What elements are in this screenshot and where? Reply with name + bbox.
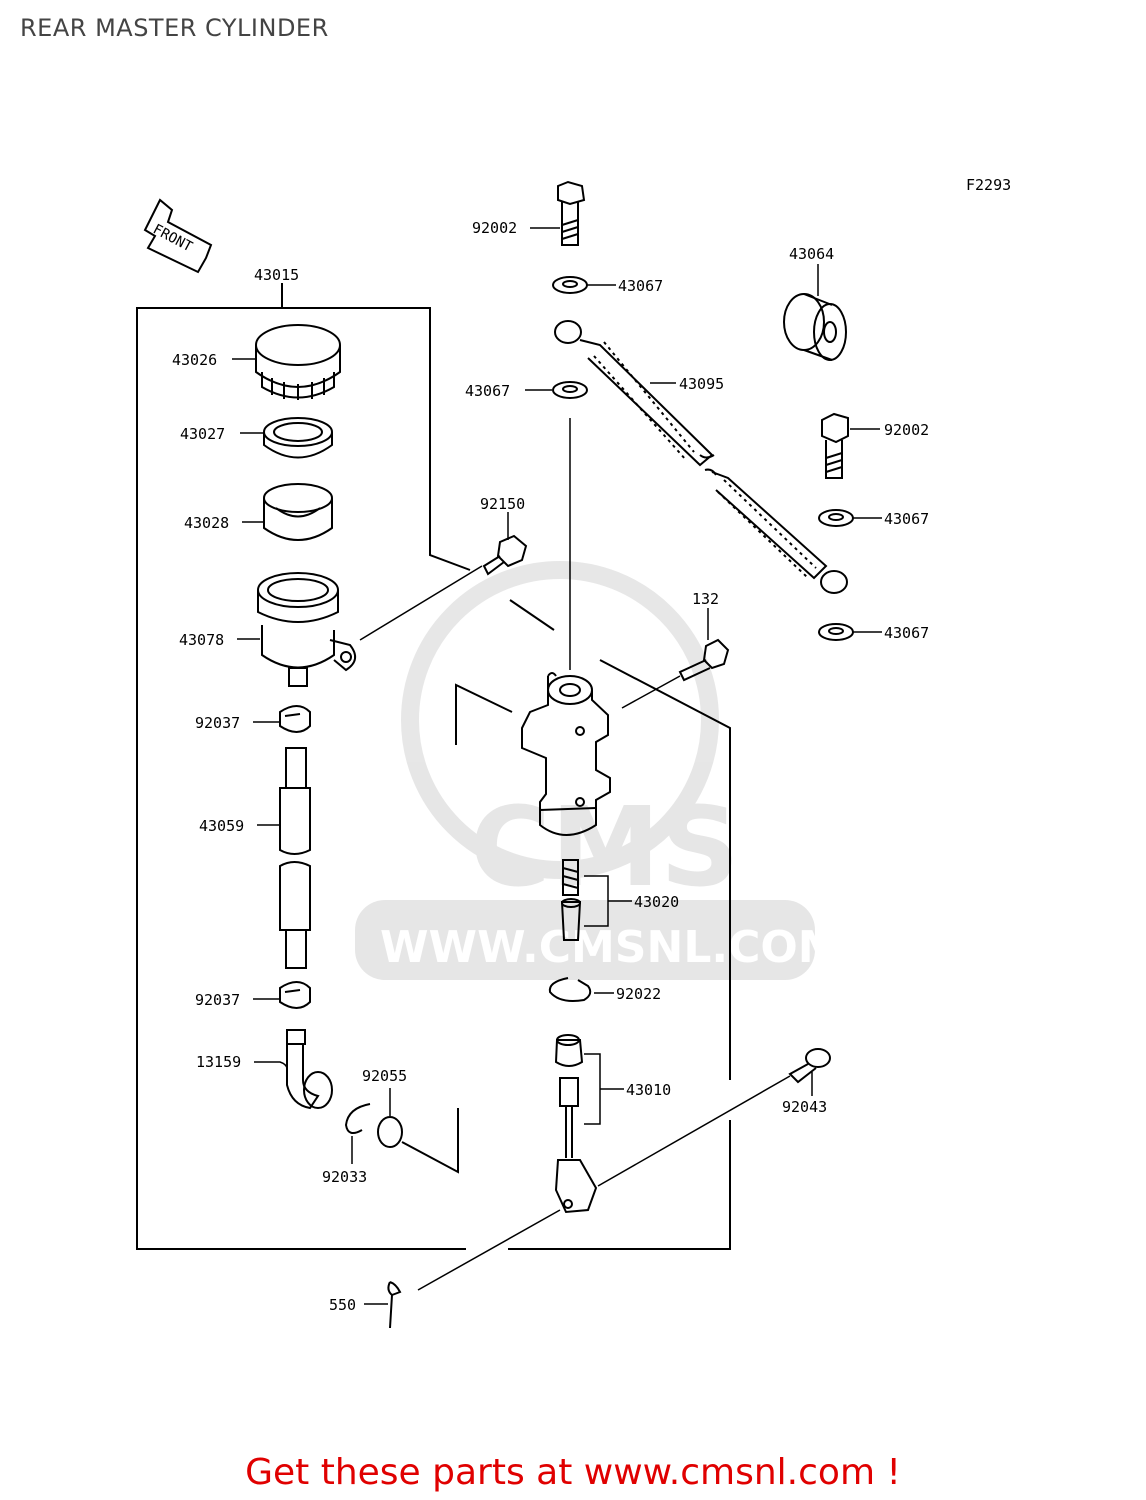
washer-43067-d bbox=[818, 623, 854, 641]
part-label-43095: 43095 bbox=[679, 375, 724, 393]
part-label-43059: 43059 bbox=[199, 817, 244, 835]
part-label-550: 550 bbox=[329, 1296, 356, 1314]
brake-hose-43095 bbox=[554, 320, 848, 594]
union-bolt-92002-right bbox=[821, 412, 849, 479]
part-label-43026: 43026 bbox=[172, 351, 217, 369]
master-cylinder-body bbox=[521, 672, 611, 836]
part-label-92002-right: 92002 bbox=[884, 421, 929, 439]
diaphragm-43028 bbox=[263, 483, 333, 541]
diaphragm-plate-43027 bbox=[263, 417, 333, 459]
page-title: REAR MASTER CYLINDER bbox=[20, 14, 329, 42]
part-label-43067-c: 43067 bbox=[884, 510, 929, 528]
bolt-92150 bbox=[482, 534, 528, 576]
hose-joint-13159 bbox=[286, 1029, 333, 1110]
washer-43067-b bbox=[552, 381, 588, 399]
part-label-43067-a: 43067 bbox=[618, 277, 663, 295]
part-label-92150: 92150 bbox=[480, 495, 525, 513]
part-label-43010: 43010 bbox=[626, 1081, 671, 1099]
washer-43067-a bbox=[552, 276, 588, 294]
cotter-pin-550 bbox=[387, 1281, 402, 1329]
part-label-43067-b: 43067 bbox=[465, 382, 510, 400]
figure-code: F2293 bbox=[966, 176, 1011, 194]
hose-guide-43064 bbox=[783, 293, 847, 361]
reservoir-cap-43026 bbox=[255, 324, 341, 400]
front-arrow-icon: FRONT bbox=[143, 198, 213, 274]
part-label-43067-d: 43067 bbox=[884, 624, 929, 642]
watermark-logo: CMS bbox=[470, 783, 739, 911]
footer-link[interactable]: Get these parts at www.cmsnl.com ! bbox=[245, 1452, 901, 1493]
piston-assembly-43010 bbox=[554, 1034, 598, 1214]
part-label-92037-lower: 92037 bbox=[195, 991, 240, 1009]
washer-43067-c bbox=[818, 509, 854, 527]
part-label-132: 132 bbox=[692, 590, 719, 608]
part-label-13159: 13159 bbox=[196, 1053, 241, 1071]
part-label-92022: 92022 bbox=[616, 985, 661, 1003]
hose-clamp-92037-lower bbox=[279, 981, 311, 1009]
hose-clamp-92037-upper bbox=[279, 705, 311, 733]
circlip-92022 bbox=[548, 977, 592, 1002]
part-label-43027: 43027 bbox=[180, 425, 225, 443]
part-label-92002-top: 92002 bbox=[472, 219, 517, 237]
spring-and-seat-43020 bbox=[560, 859, 582, 941]
clevis-pin-92043 bbox=[788, 1048, 831, 1084]
reservoir-hose-43059 bbox=[279, 747, 311, 969]
bolt-132 bbox=[678, 638, 730, 682]
part-label-43028: 43028 bbox=[184, 514, 229, 532]
exploded-parts-diagram: CMS WWW.CMSNL.COM FRONT bbox=[136, 176, 1011, 1329]
part-label-92037-upper: 92037 bbox=[195, 714, 240, 732]
part-label-43078: 43078 bbox=[179, 631, 224, 649]
part-label-92043: 92043 bbox=[782, 1098, 827, 1116]
part-label-92055: 92055 bbox=[362, 1067, 407, 1085]
circlip-92033 bbox=[344, 1103, 371, 1135]
part-label-43020: 43020 bbox=[634, 893, 679, 911]
watermark: CMS WWW.CMSNL.COM bbox=[355, 561, 842, 980]
union-bolt-92002-top bbox=[557, 180, 586, 246]
part-label-92033: 92033 bbox=[322, 1168, 367, 1186]
watermark-text: WWW.CMSNL.COM bbox=[380, 922, 842, 973]
reservoir-tank-43078 bbox=[257, 572, 357, 687]
part-label-43015: 43015 bbox=[254, 266, 299, 284]
o-ring-92055 bbox=[377, 1116, 403, 1148]
part-label-43064: 43064 bbox=[789, 245, 834, 263]
